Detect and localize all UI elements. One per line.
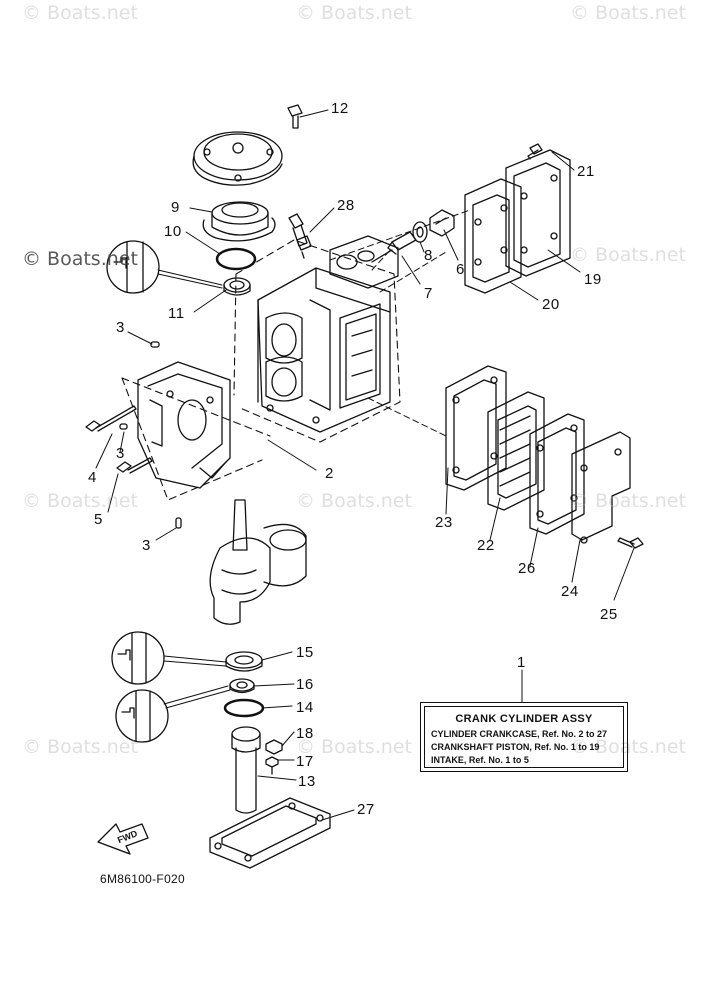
callout-26: 26	[518, 560, 536, 577]
part-11-oil-seal	[223, 277, 251, 296]
callout-23: 23	[435, 514, 453, 531]
watermark: © Boats.net	[22, 248, 138, 270]
part-17-bolt	[265, 756, 279, 775]
callout-18: 18	[296, 725, 314, 742]
fwd-arrow	[97, 823, 149, 855]
watermark: © Boats.net	[570, 490, 686, 512]
callout-13: 13	[298, 773, 316, 790]
watermark: © Boats.net	[296, 736, 412, 758]
part-9-bearing-housing	[202, 201, 276, 242]
watermark: © Boats.net	[22, 490, 138, 512]
seal-detail-circle-mid	[111, 631, 227, 685]
callout-17: 17	[296, 753, 314, 770]
part-26-intake-gasket	[529, 413, 585, 535]
assembly-line: INTAKE, Ref. No. 1 to 5	[431, 755, 529, 765]
part-27-gasket	[209, 797, 331, 869]
part-13-drive-shaft-housing	[231, 726, 261, 814]
part-28-spark-plug	[288, 213, 312, 259]
callout-9: 9	[171, 199, 180, 216]
callout-14: 14	[296, 699, 314, 716]
part-15-oil-seal	[225, 651, 263, 672]
callout-3-low: 3	[142, 537, 151, 554]
part-3-dowel-pin-c	[175, 517, 182, 529]
part-3-dowel-pin-b	[119, 423, 128, 430]
part-3-dowel-pin-a	[150, 341, 160, 348]
part-19-head-cover	[505, 149, 571, 277]
callout-15: 15	[296, 644, 314, 661]
callout-2: 2	[325, 465, 334, 482]
callout-25: 25	[600, 606, 618, 623]
watermark: © Boats.net	[570, 244, 686, 266]
callout-4: 4	[88, 469, 97, 486]
callout-5: 5	[94, 511, 103, 528]
callout-3-mid: 3	[116, 445, 125, 462]
watermark: © Boats.net	[296, 2, 412, 24]
assembly-line: CRANKSHAFT PISTON, Ref. No. 1 to 19	[431, 742, 600, 752]
assembly-title: CRANK CYLINDER ASSY	[455, 713, 593, 725]
callout-19: 19	[584, 271, 602, 288]
watermark: © Boats.net	[22, 736, 138, 758]
callout-22: 22	[477, 537, 495, 554]
crankcase-cover-plate	[192, 131, 283, 186]
callout-27: 27	[357, 801, 375, 818]
figure-code: 6M86100-F020	[100, 872, 185, 886]
crankshaft	[209, 499, 307, 625]
callout-28: 28	[337, 197, 355, 214]
part-18-nut	[265, 739, 283, 755]
part-5-bolt	[116, 457, 153, 474]
part-24-intake-cover	[571, 431, 631, 544]
part-14-o-ring	[223, 698, 265, 718]
watermark: © Boats.net	[296, 490, 412, 512]
callout-20: 20	[542, 296, 560, 313]
assembly-reference-inner: CRANK CYLINDER ASSY CYLINDER CRANKCASE, …	[424, 706, 624, 768]
part-22-reed-valve	[487, 391, 545, 511]
part-4-long-bolt	[85, 405, 137, 432]
callout-1: 1	[517, 654, 526, 671]
callout-8: 8	[424, 247, 433, 264]
part-12-bolt	[287, 104, 303, 129]
part-2-cylinder-block	[257, 235, 399, 433]
callout-11: 11	[168, 305, 185, 322]
dashed-guide-lines	[329, 209, 471, 437]
callout-16: 16	[296, 676, 314, 693]
watermark: © Boats.net	[22, 2, 138, 24]
seal-detail-circle-low	[115, 685, 231, 743]
crankcase-half	[137, 361, 231, 489]
part-25-bolt	[617, 537, 644, 549]
assembly-line: CYLINDER CRANKCASE, Ref. No. 2 to 27	[431, 729, 608, 739]
part-23-intake-gasket	[445, 365, 507, 491]
callout-24: 24	[561, 583, 579, 600]
part-21-bolt	[527, 143, 543, 160]
assembly-reference-box: CRANK CYLINDER ASSY CYLINDER CRANKCASE, …	[420, 702, 628, 772]
part-16-seal	[229, 678, 255, 694]
part-10-o-ring	[215, 247, 257, 271]
assembly-dashed-outline	[121, 239, 401, 501]
callout-12: 12	[331, 100, 349, 117]
watermark: © Boats.net	[570, 2, 686, 24]
callout-10: 10	[164, 223, 182, 240]
callout-21: 21	[577, 163, 595, 180]
callout-6: 6	[456, 261, 465, 278]
seal-detail-circle-top	[106, 240, 223, 294]
callout-7: 7	[424, 285, 433, 302]
part-20-head-gasket	[464, 178, 522, 294]
callout-leader-lines	[95, 109, 635, 821]
callout-3-top: 3	[116, 319, 125, 336]
